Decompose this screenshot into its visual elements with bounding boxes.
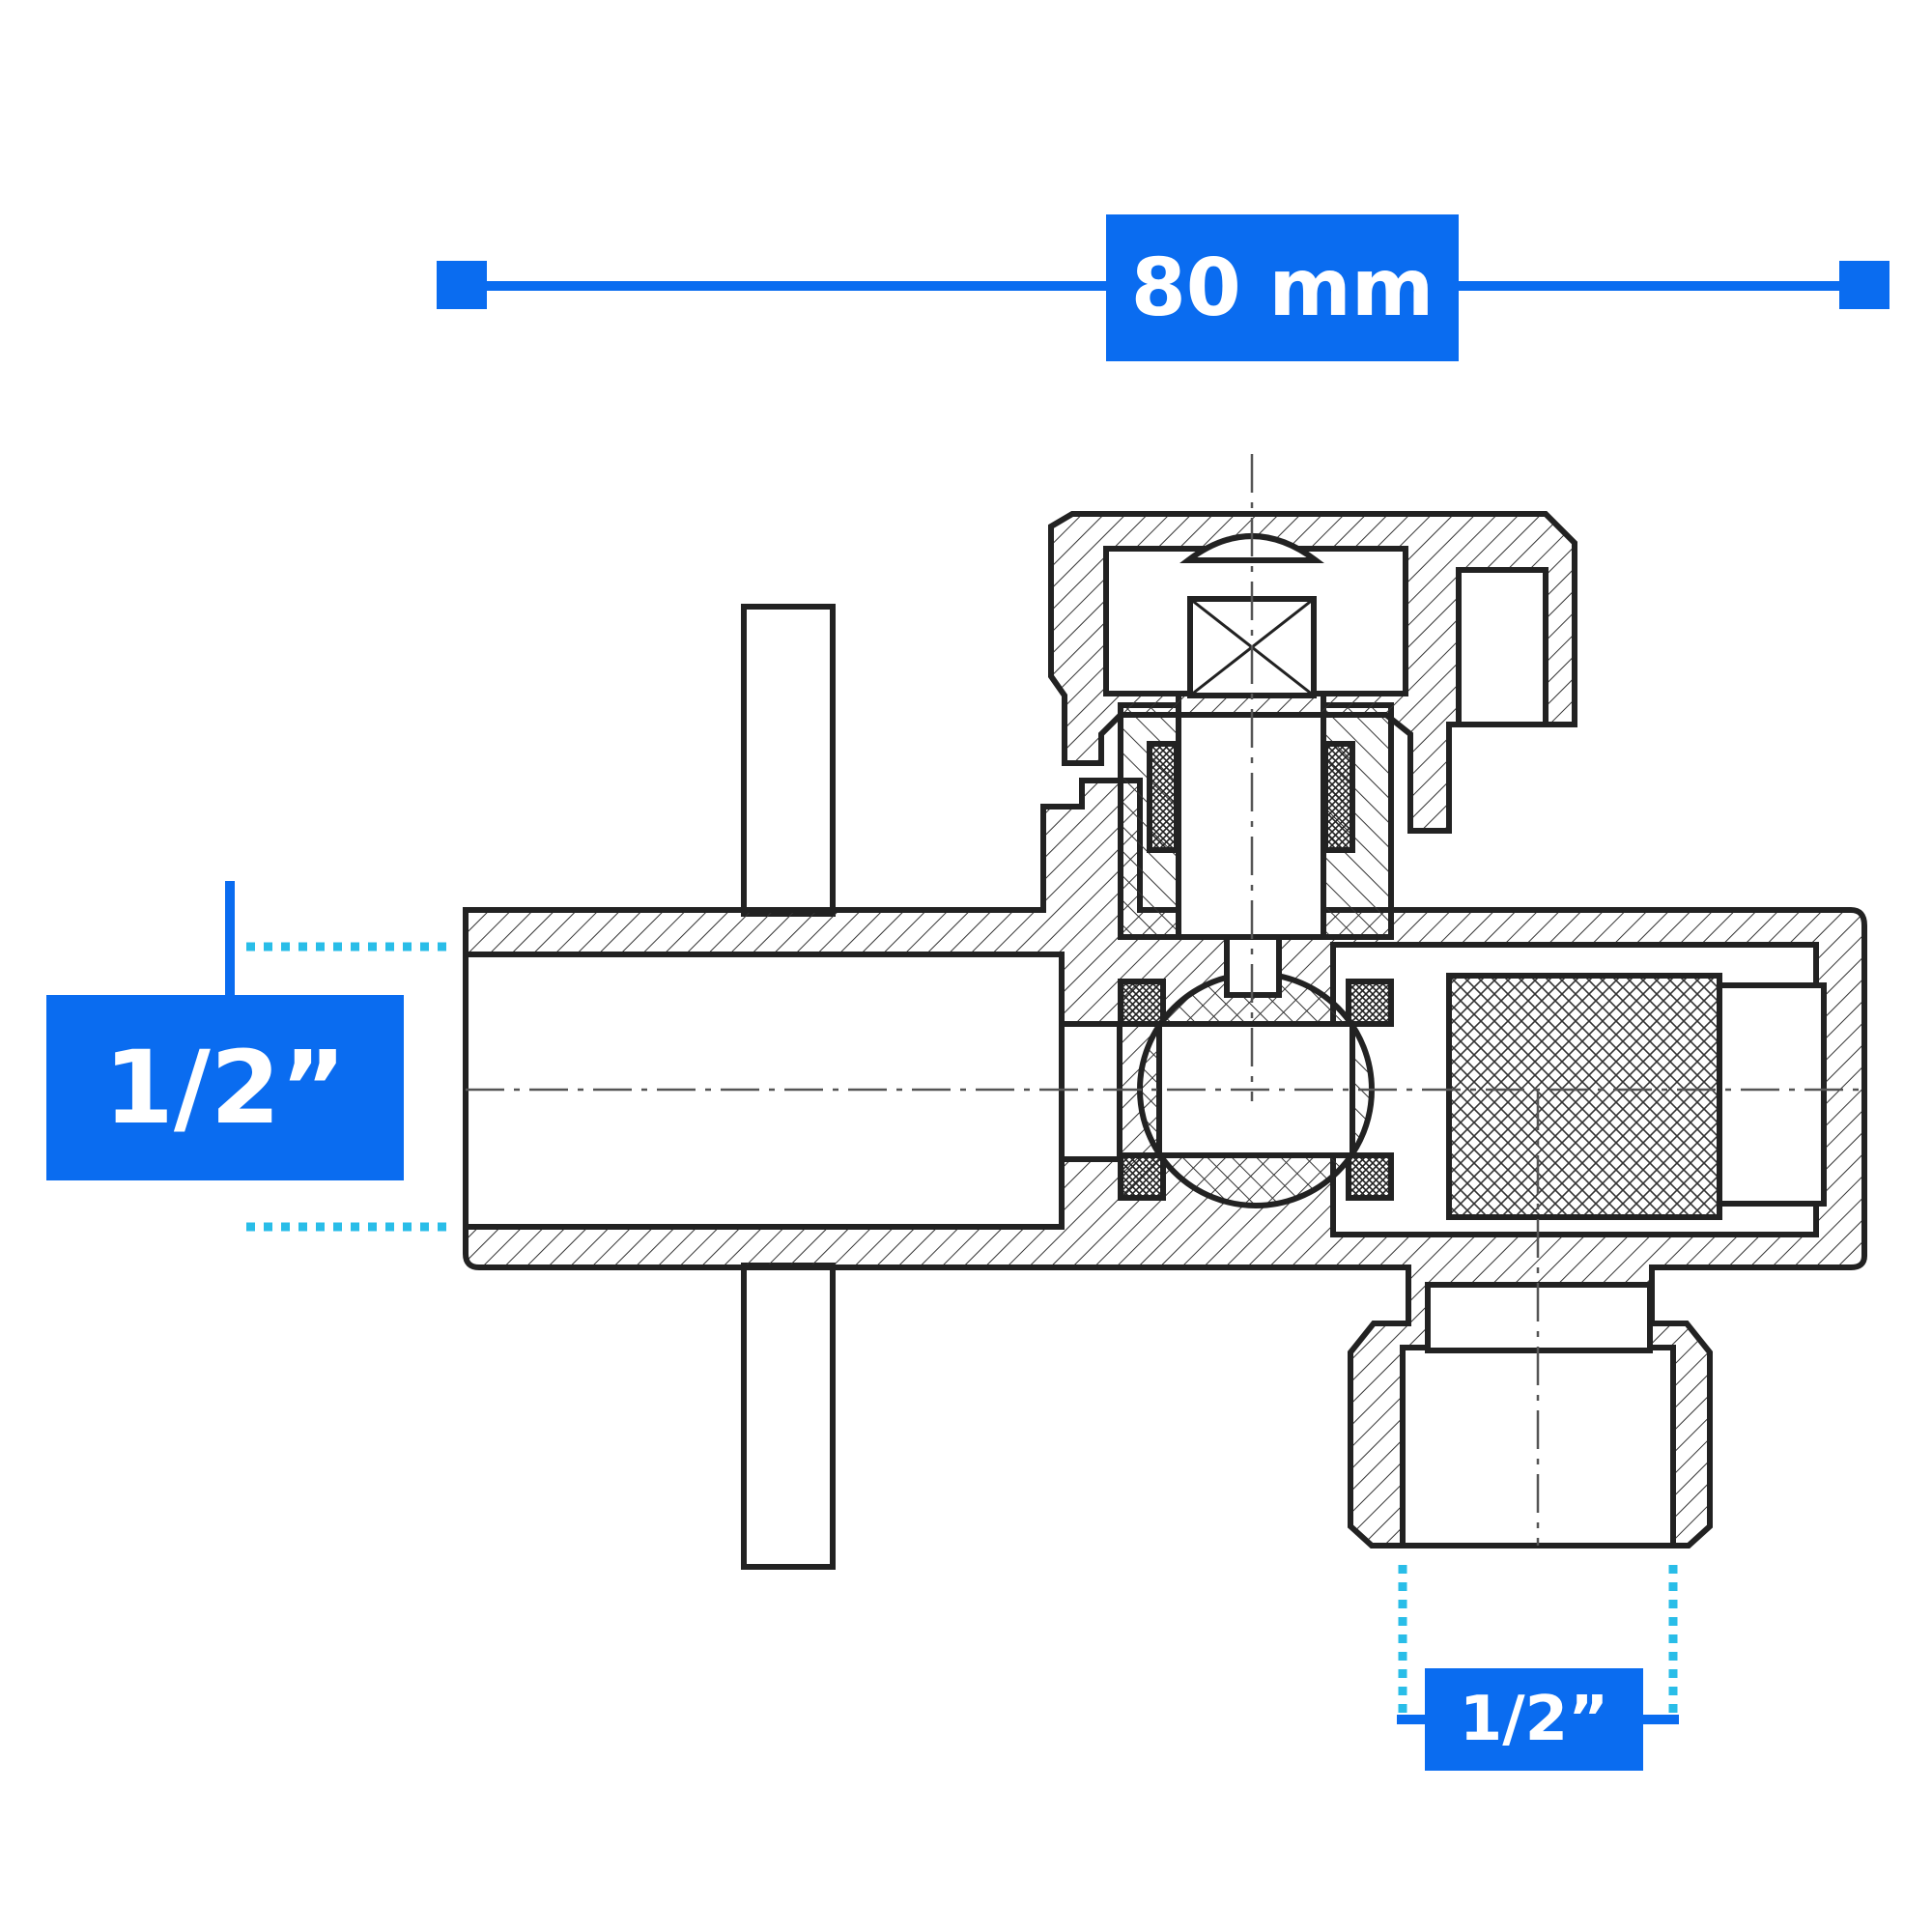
flange-lower	[741, 1263, 836, 1570]
outlet-thread-label: 1/2”	[1425, 1668, 1643, 1771]
seat-upper-left	[1118, 979, 1166, 1027]
packing-left	[1147, 741, 1179, 853]
seat-lower-right	[1346, 1152, 1394, 1201]
end-plug	[1717, 982, 1827, 1207]
length-right-terminator	[1839, 261, 1889, 309]
length-left-terminator	[437, 261, 487, 309]
packing-right	[1322, 741, 1355, 853]
handle	[1048, 511, 1577, 834]
center-lines	[466, 454, 1864, 1546]
inlet-dimension	[225, 881, 446, 1232]
filter-cartridge	[1446, 973, 1722, 1220]
seat-lower-left	[1118, 1152, 1166, 1201]
handle-window	[1456, 567, 1548, 727]
length-label: 80 mm	[1106, 214, 1459, 361]
inlet-thread-label: 1/2”	[46, 995, 404, 1180]
seat-upper-right	[1346, 979, 1394, 1027]
inner-passage	[1059, 1021, 1122, 1162]
wall-flange	[741, 604, 836, 1570]
flange-upper	[741, 604, 836, 917]
